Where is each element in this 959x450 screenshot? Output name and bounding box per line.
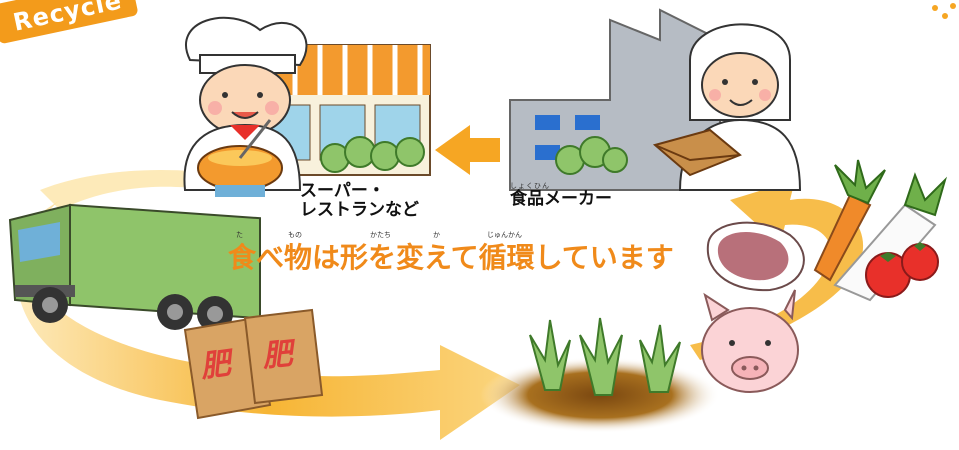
fertilizer-bag-icon (183, 308, 324, 420)
worker-icon (652, 23, 802, 191)
ruby-ta: た (236, 231, 243, 239)
fertilizer-label-1: 肥 (198, 346, 233, 385)
ruby-junkan: じゅんかん (487, 231, 522, 239)
corner-dots-icon (932, 3, 956, 19)
truck-icon (8, 203, 261, 332)
chef-icon (183, 16, 308, 197)
ruby-ka: か (433, 231, 440, 239)
cycle-arrow-icon (16, 125, 864, 440)
ruby-mono: もの (288, 231, 302, 239)
maker-label: しょくひん 食品メーカー (510, 182, 612, 209)
field-icon (480, 317, 720, 433)
retail-label-line1: スーパー・ (300, 181, 385, 201)
cycle-headline: 食べ物は形を変えて循環しています (228, 241, 674, 274)
pig-icon (701, 289, 799, 393)
maker-ruby: しょくひん (510, 182, 550, 190)
vegetables-icon (813, 159, 948, 302)
fertilizer-label-2: 肥 (260, 336, 295, 375)
ruby-katachi: かたち (370, 231, 391, 239)
retail-label-line2: レストランなど (300, 200, 419, 220)
maker-text: 食品メーカー (510, 189, 612, 209)
retail-label: スーパー・ レストランなど (300, 182, 419, 220)
meat-icon (706, 221, 805, 292)
